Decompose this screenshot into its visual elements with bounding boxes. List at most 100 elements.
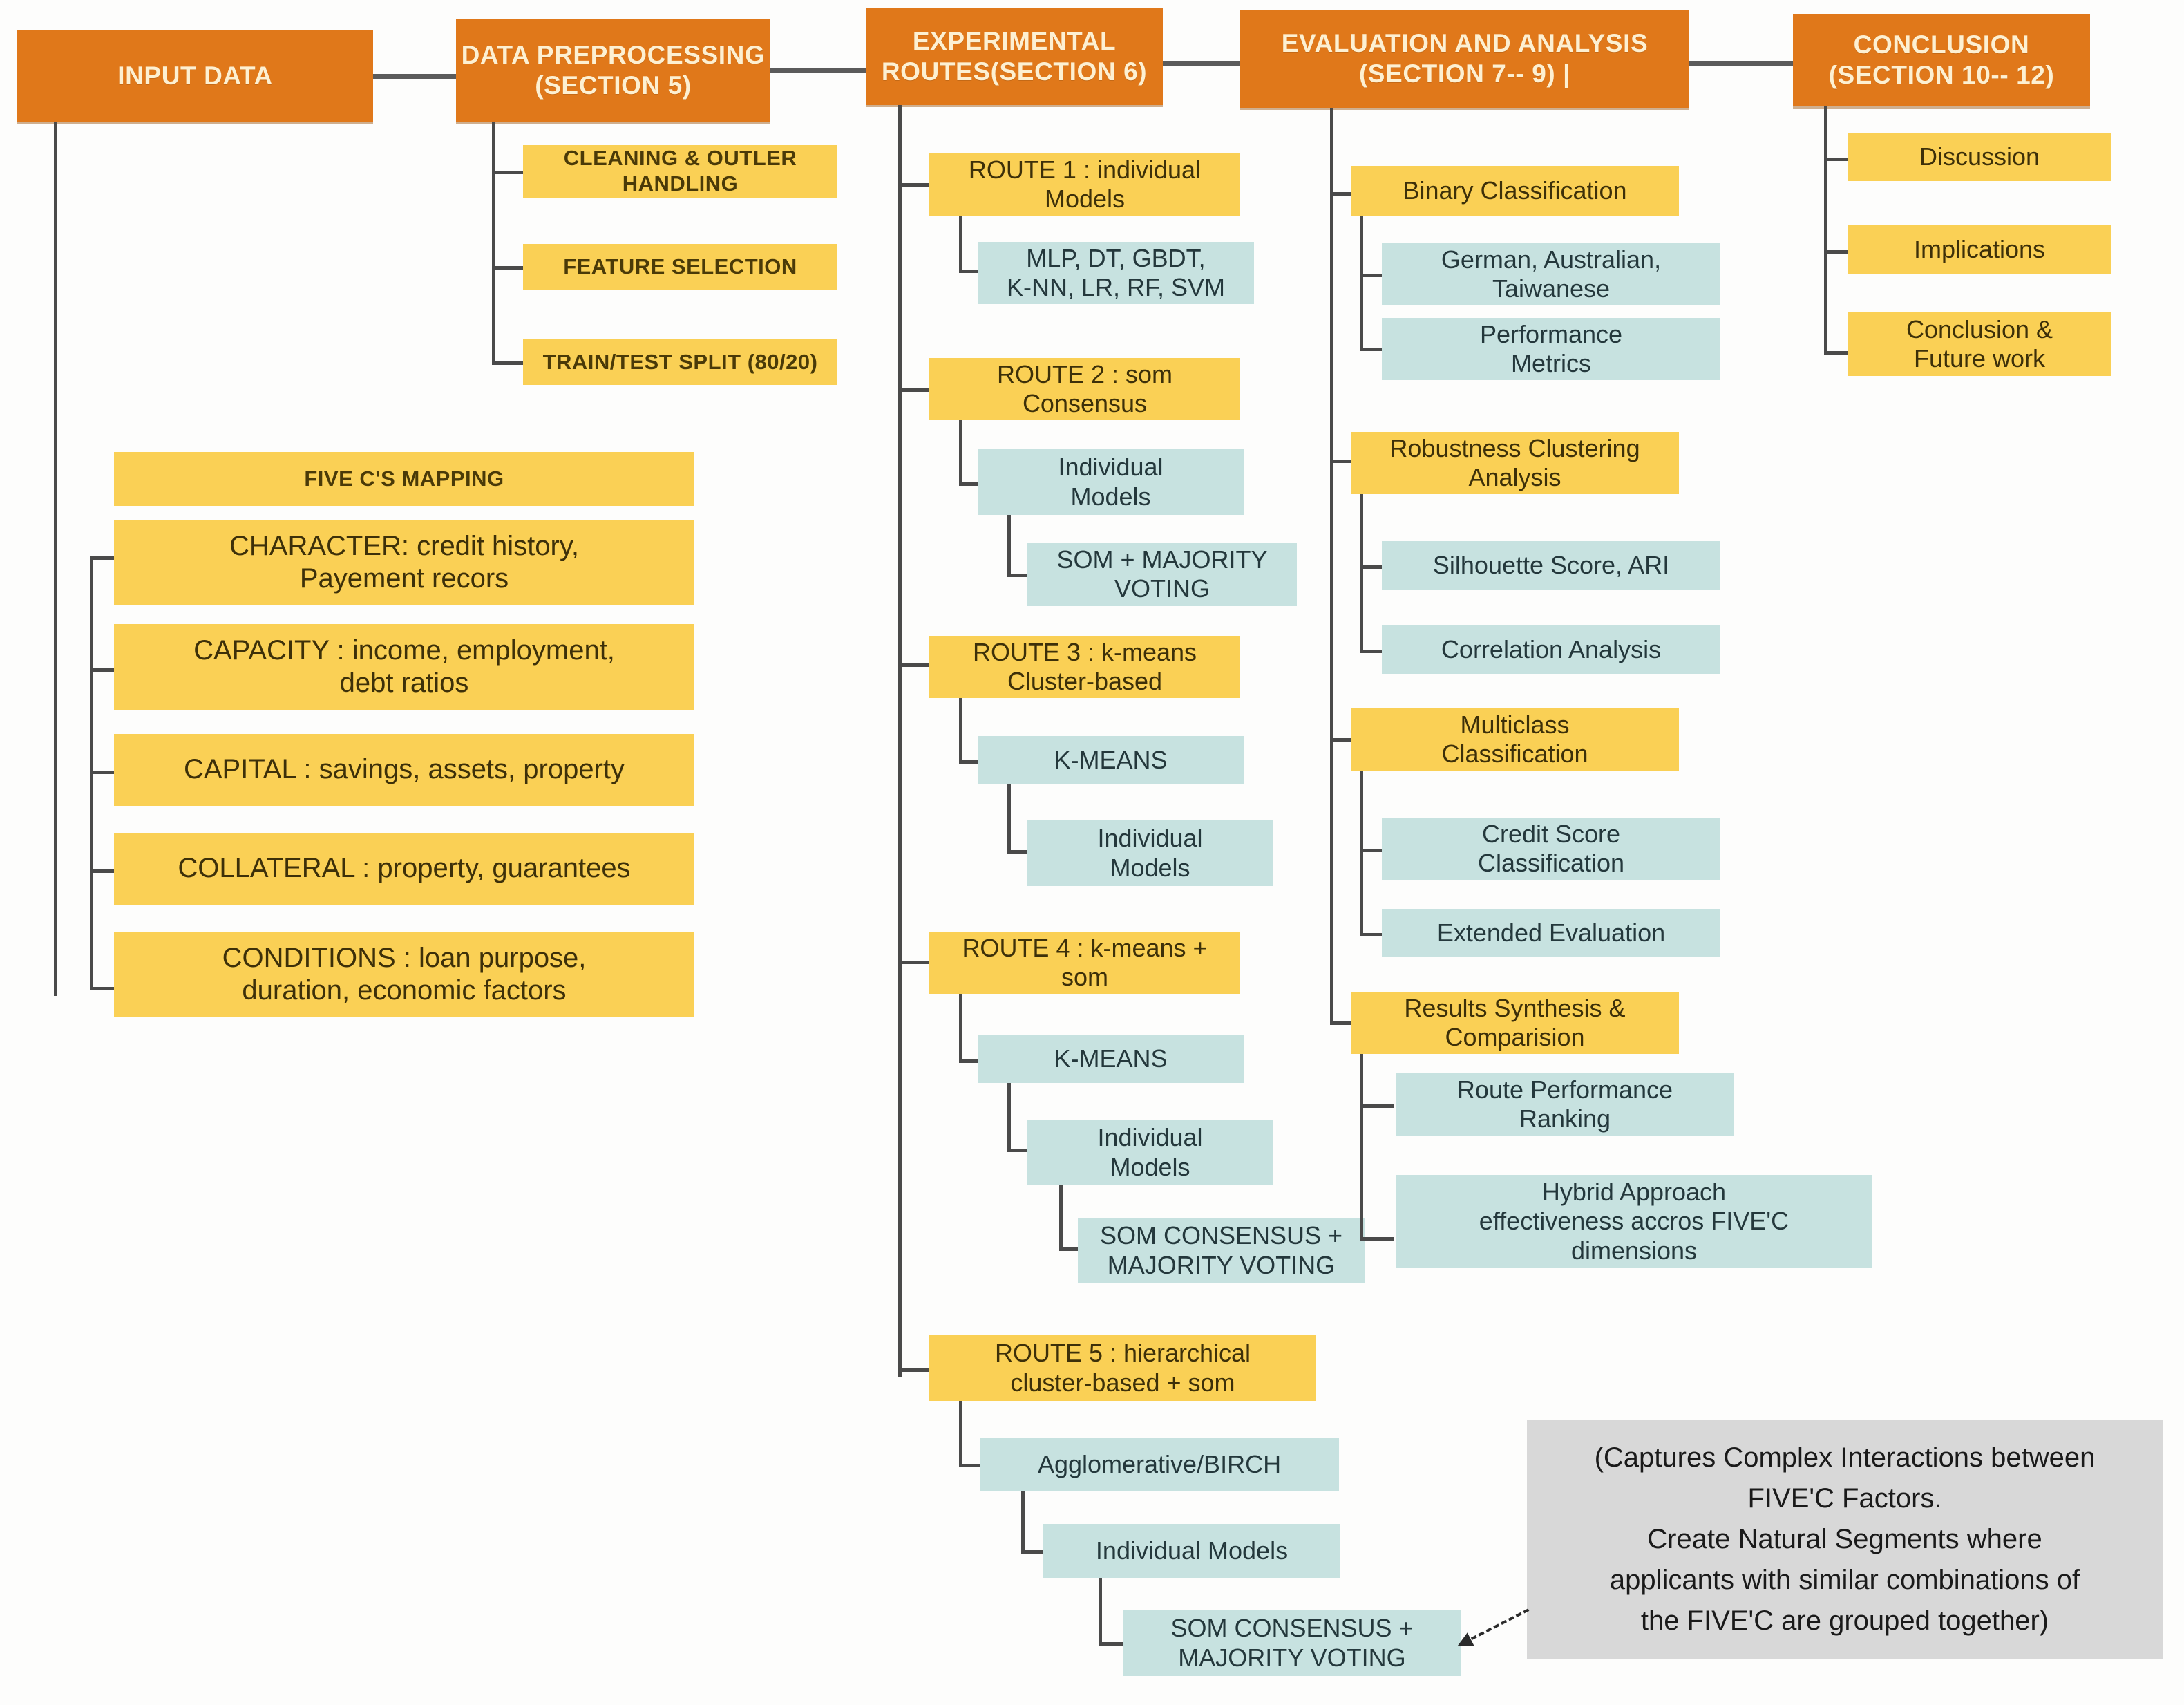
conclusion-item-conclusion-future-work-label: Conclusion & Future work (1906, 314, 2053, 373)
conclusion-item-implications[interactable]: Implications (1848, 225, 2111, 274)
connector-five-cs-5 (90, 987, 131, 990)
eval-group-binary-classification-label: Binary Classification (1403, 176, 1627, 205)
annotation-leader-line (1463, 1608, 1530, 1644)
route-2-child-individual-models-label: Individual Models (1058, 453, 1164, 511)
connector-five-cs-1 (90, 556, 131, 560)
route-2-child-som-majority-voting[interactable]: SOM + MAJORITY VOTING (1027, 543, 1297, 606)
connector-conclusion-trunk (1824, 106, 1827, 355)
stage-header-experimental-routes-label: EXPERIMENTAL ROUTES(SECTION 6) (881, 27, 1148, 86)
connector-route-2 (898, 388, 936, 392)
route-1-child-models[interactable]: MLP, DT, GBDT, K-NN, LR, RF, SVM (978, 242, 1254, 304)
route-4-child-som-consensus-majority-voting-label: SOM CONSENSUS + MAJORITY VOTING (1099, 1221, 1343, 1279)
route-2-child-individual-models[interactable]: Individual Models (978, 449, 1244, 515)
route-5-title[interactable]: ROUTE 5 : hierarchical cluster-based + s… (929, 1335, 1316, 1401)
route-2-title[interactable]: ROUTE 2 : som Consensus (929, 358, 1240, 420)
eval-item-correlation-analysis-label: Correlation Analysis (1441, 634, 1662, 663)
five-cs-item-capital-label: CAPITAL : savings, assets, property (183, 754, 625, 785)
connector-route-2-child2-h (1007, 574, 1045, 577)
route-5-child-agglomerative-birch[interactable]: Agglomerative/BIRCH (980, 1438, 1339, 1491)
route-1-child-models-label: MLP, DT, GBDT, K-NN, LR, RF, SVM (1006, 243, 1226, 301)
five-cs-item-character-label: CHARACTER: credit history, Payement reco… (229, 530, 579, 594)
five-cs-item-character[interactable]: CHARACTER: credit history, Payement reco… (114, 520, 694, 605)
five-cs-item-capacity[interactable]: CAPACITY : income, employment, debt rati… (114, 624, 694, 710)
connector-route-4-child2-h (1007, 1149, 1045, 1152)
route-4-title[interactable]: ROUTE 4 : k-means + som (929, 932, 1240, 994)
route-3-title[interactable]: ROUTE 3 : k-means Cluster-based (929, 636, 1240, 698)
five-cs-item-collateral[interactable]: COLLATERAL : property, guarantees (114, 833, 694, 905)
stage-header-evaluation-analysis[interactable]: EVALUATION AND ANALYSIS (SECTION 7-- 9) … (1240, 10, 1689, 108)
route-1-title[interactable]: ROUTE 1 : individual Models (929, 153, 1240, 216)
eval-item-correlation-analysis[interactable]: Correlation Analysis (1382, 625, 1720, 674)
connector-eval-group-1 (1330, 192, 1361, 196)
connector-routes-trunk (898, 105, 902, 1377)
connector-route-4 (898, 961, 936, 964)
annotation-note-five-c-interactions: (Captures Complex Interactions between F… (1527, 1420, 2163, 1659)
eval-group-multiclass-classification[interactable]: Multiclass Classification (1351, 708, 1679, 771)
connector-eval-group-3 (1330, 738, 1361, 742)
eval-group-multiclass-classification-label: Multiclass Classification (1441, 710, 1588, 768)
five-cs-item-capital[interactable]: CAPITAL : savings, assets, property (114, 734, 694, 806)
connector-route-4-child2-v (1007, 1083, 1011, 1152)
route-3-child-individual-models[interactable]: Individual Models (1027, 820, 1273, 886)
conclusion-item-discussion[interactable]: Discussion (1848, 133, 2111, 181)
stage-header-experimental-routes[interactable]: EXPERIMENTAL ROUTES(SECTION 6) (866, 8, 1163, 105)
connector-input-data-trunk (54, 122, 57, 996)
conclusion-item-conclusion-future-work[interactable]: Conclusion & Future work (1848, 312, 2111, 376)
connector-input-to-preprocessing (373, 74, 456, 79)
route-2-child-som-majority-voting-label: SOM + MAJORITY VOTING (1056, 545, 1268, 603)
stage-header-data-preprocessing[interactable]: DATA PREPROCESSING (SECTION 5) (456, 19, 770, 122)
eval-item-credit-score-classification[interactable]: Credit Score Classification (1382, 818, 1720, 880)
five-cs-item-conditions-label: CONDITIONS : loan purpose, duration, eco… (222, 942, 587, 1006)
connector-preprocessing-trunk (492, 122, 495, 364)
route-4-child-individual-models[interactable]: Individual Models (1027, 1120, 1273, 1185)
five-cs-item-conditions[interactable]: CONDITIONS : loan purpose, duration, eco… (114, 932, 694, 1017)
eval-group-binary-classification[interactable]: Binary Classification (1351, 166, 1679, 216)
preprocessing-step-train-test-split[interactable]: TRAIN/TEST SPLIT (80/20) (523, 339, 837, 385)
route-4-child-som-consensus-majority-voting[interactable]: SOM CONSENSUS + MAJORITY VOTING (1078, 1218, 1365, 1283)
connector-eval-group-4 (1330, 1021, 1361, 1025)
connector-eval-g4-trunk (1360, 1054, 1363, 1241)
eval-item-extended-evaluation[interactable]: Extended Evaluation (1382, 909, 1720, 957)
connector-eval-g3-trunk (1360, 771, 1363, 936)
connector-route-4-child3-v (1059, 1185, 1063, 1251)
connector-eval-g4-child1 (1360, 1104, 1394, 1108)
connector-preprocessing-child-3 (492, 361, 530, 365)
connector-route-5-child2-h (1021, 1550, 1059, 1554)
route-5-child-individual-models[interactable]: Individual Models (1043, 1524, 1340, 1578)
route-3-child-kmeans[interactable]: K-MEANS (978, 736, 1244, 784)
connector-eval-g1-child2 (1360, 348, 1394, 351)
route-5-child-agglomerative-birch-label: Agglomerative/BIRCH (1037, 1449, 1282, 1478)
eval-group-robustness-clustering[interactable]: Robustness Clustering Analysis (1351, 432, 1679, 494)
connector-route-5-child2-v (1021, 1491, 1025, 1554)
route-4-child-individual-models-label: Individual Models (1097, 1123, 1203, 1181)
stage-header-conclusion-label: CONCLUSION (SECTION 10-- 12) (1828, 30, 2055, 89)
preprocessing-step-cleaning-label: CLEANING & OUTLER HANDLING (563, 146, 797, 196)
stage-header-data-preprocessing-label: DATA PREPROCESSING (SECTION 5) (461, 41, 766, 100)
connector-five-cs-2 (90, 668, 131, 672)
five-cs-heading: FIVE C'S MAPPING (114, 452, 694, 506)
stage-header-input-data[interactable]: INPUT DATA (17, 30, 373, 122)
eval-item-route-performance-ranking[interactable]: Route Performance Ranking (1396, 1073, 1734, 1136)
eval-group-results-synthesis[interactable]: Results Synthesis & Comparision (1351, 992, 1679, 1054)
connector-route-4-child1-v (959, 994, 962, 1063)
connector-eval-g2-child2 (1360, 650, 1394, 653)
connector-route-2-child2-v (1007, 515, 1011, 577)
connector-routes-to-evaluation (1163, 61, 1240, 66)
route-5-child-som-consensus-majority-voting[interactable]: SOM CONSENSUS + MAJORITY VOTING (1123, 1610, 1461, 1676)
connector-eval-g3-child2 (1360, 933, 1394, 936)
preprocessing-step-feature-selection[interactable]: FEATURE SELECTION (523, 244, 837, 290)
five-cs-item-collateral-label: COLLATERAL : property, guarantees (178, 853, 631, 884)
connector-eval-g1-child1 (1360, 274, 1394, 277)
eval-item-performance-metrics-label: Performance Metrics (1479, 319, 1623, 377)
preprocessing-step-cleaning[interactable]: CLEANING & OUTLER HANDLING (523, 145, 837, 198)
connector-eval-g4-child2 (1360, 1237, 1394, 1241)
route-4-child-kmeans[interactable]: K-MEANS (978, 1035, 1244, 1083)
connector-eval-group-2 (1330, 460, 1361, 463)
eval-item-datasets-label: German, Australian, Taiwanese (1441, 245, 1662, 303)
stage-header-conclusion[interactable]: CONCLUSION (SECTION 10-- 12) (1793, 14, 2090, 106)
eval-item-performance-metrics[interactable]: Performance Metrics (1382, 318, 1720, 380)
eval-item-hybrid-approach-effectiveness[interactable]: Hybrid Approach effectiveness accros FIV… (1396, 1175, 1872, 1268)
eval-item-datasets[interactable]: German, Australian, Taiwanese (1382, 243, 1720, 305)
connector-conclusion-child-2 (1824, 250, 1859, 254)
eval-item-silhouette-ari[interactable]: Silhouette Score, ARI (1382, 541, 1720, 590)
